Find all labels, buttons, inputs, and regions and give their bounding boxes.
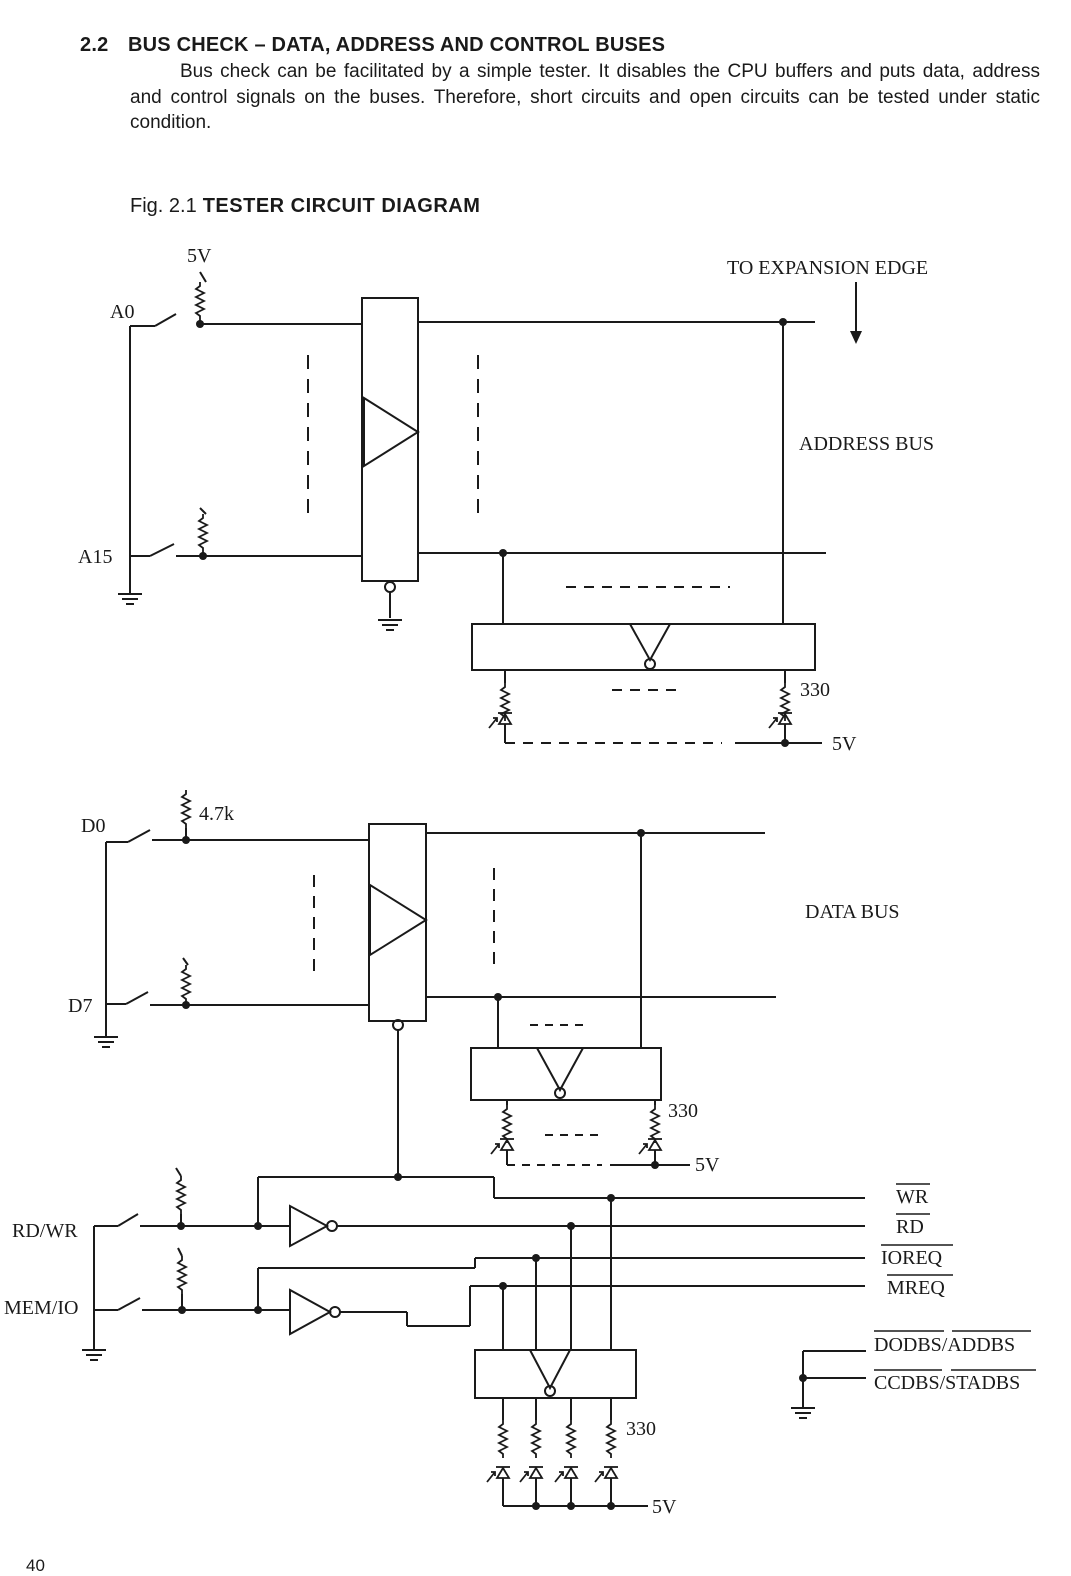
expansion-edge-label: TO EXPANSION EDGE [727, 257, 928, 279]
led-resistor-label-data: 330 [668, 1100, 698, 1122]
section-paragraph: Bus check can be facilitated by a simple… [130, 59, 1040, 136]
address-bus-label: ADDRESS BUS [799, 433, 934, 455]
data-bus-label: DATA BUS [805, 901, 900, 923]
mreq-signal-label: MREQ [887, 1277, 945, 1299]
a15-label: A15 [78, 546, 112, 568]
rd-signal-label: RD [896, 1216, 924, 1238]
overbars [874, 1183, 1036, 1371]
d7-label: D7 [68, 995, 92, 1017]
down-arrow-icon [850, 331, 862, 344]
ioreq-signal-label: IOREQ [881, 1247, 943, 1269]
figure-title: TESTER CIRCUIT DIAGRAM [202, 195, 481, 217]
d0-label: D0 [81, 815, 105, 837]
section-heading: 2.2 BUS CHECK – DATA, ADDRESS AND CONTROL… [80, 34, 665, 57]
led-resistor-label-address: 330 [800, 679, 830, 701]
figure-label: Fig. 2.1 [130, 195, 197, 217]
section-number: 2.2 [80, 34, 109, 56]
pullup-resistor-label: 4.7k [199, 803, 234, 825]
supply-label-control: 5V [652, 1496, 677, 1518]
section-title: BUS CHECK – DATA, ADDRESS AND CONTROL BU… [128, 34, 666, 56]
supply-label-top: 5V [187, 245, 212, 267]
supply-label-address: 5V [832, 733, 857, 755]
supply-label-data: 5V [695, 1154, 720, 1176]
paragraph-text: Bus check can be facilitated by a simple… [130, 61, 1040, 133]
page-number: 40 [26, 1556, 45, 1575]
wr-signal-label: WR [896, 1186, 929, 1208]
memio-switch-label: MEM/IO [4, 1297, 78, 1319]
a0-label: A0 [110, 301, 134, 323]
led-resistor-label-control: 330 [626, 1418, 656, 1440]
ccdbs-stadbs-signal-label: CCDBS/STADBS [874, 1372, 1020, 1394]
dodbs-addbs-signal-label: DODBS/ADDBS [874, 1334, 1015, 1356]
junction-dots [177, 318, 807, 1510]
rdwr-switch-label: RD/WR [12, 1220, 78, 1242]
